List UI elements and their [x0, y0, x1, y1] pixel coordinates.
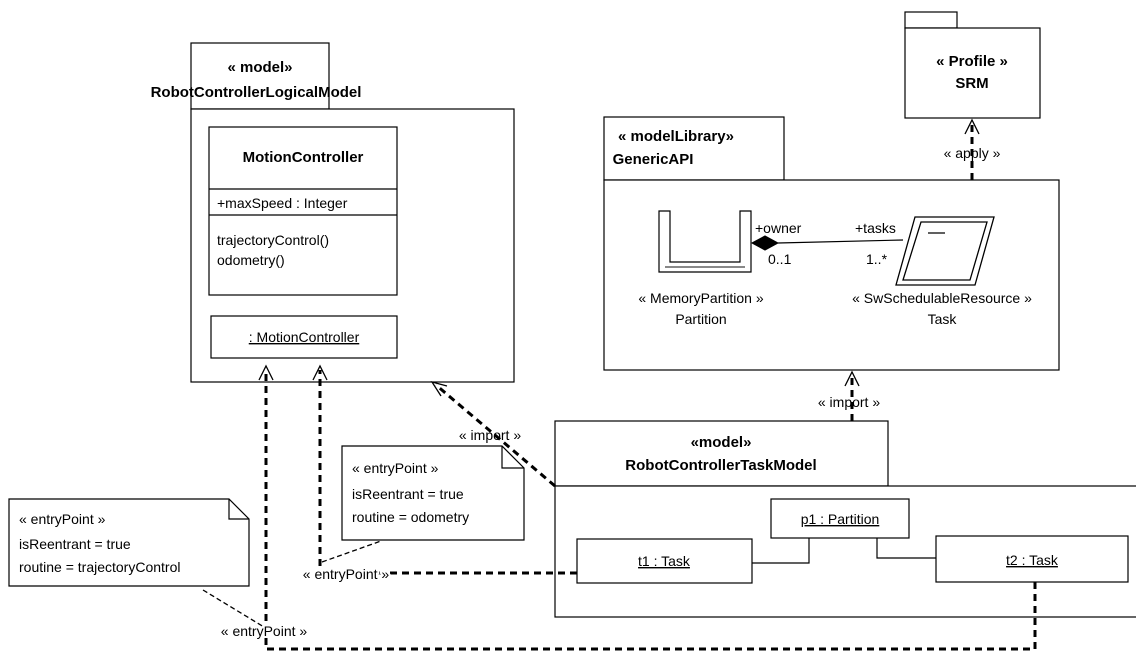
owner-role: +owner: [755, 220, 802, 236]
note-entrypoint-odometry[interactable]: « entryPoint » isReentrant = true routin…: [341, 445, 525, 541]
apply-dependency[interactable]: « apply »: [944, 118, 1001, 180]
import-label: « import »: [818, 394, 880, 410]
task-model-name: RobotControllerTaskModel: [625, 457, 816, 474]
entrypoint-label: « entryPoint »: [303, 566, 390, 582]
library-stereotype: « modelLibrary»: [618, 128, 734, 145]
profile-stereotype: « Profile »: [936, 53, 1008, 70]
note-routine: routine = trajectoryControl: [19, 559, 180, 575]
task-model-stereotype: «model»: [691, 434, 752, 451]
entrypoint-label: « entryPoint »: [221, 623, 308, 639]
note-reentrant: isReentrant = true: [19, 536, 131, 552]
logical-model-name: RobotControllerLogicalModel: [151, 84, 362, 101]
note-stereotype: « entryPoint »: [19, 511, 106, 527]
class-attribute: +maxSpeed : Integer: [217, 195, 348, 211]
instance-t1-task[interactable]: t1 : Task: [576, 538, 753, 584]
class-operation: odometry(): [217, 252, 285, 268]
class-operation: trajectoryControl(): [217, 232, 329, 248]
class-motion-controller[interactable]: MotionController +maxSpeed : Integer tra…: [208, 126, 398, 296]
package-generic-api[interactable]: « modelLibrary» GenericAPI: [603, 116, 1060, 371]
task-stereotype: « SwSchedulableResource »: [852, 290, 1032, 306]
partition-name: Partition: [675, 311, 726, 327]
package-profile-srm[interactable]: « Profile » SRM: [904, 11, 1041, 119]
p1-label: p1 : Partition: [801, 511, 880, 527]
note-routine: routine = odometry: [352, 509, 469, 525]
partition-connectors: [752, 538, 936, 564]
memory-partition-icon[interactable]: « MemoryPartition » Partition: [638, 210, 764, 327]
t2-label: t2 : Task: [1006, 552, 1059, 568]
import-dependency-logical[interactable]: « import »: [430, 380, 556, 488]
tasks-role: +tasks: [855, 220, 896, 236]
entrypoint-dependency-trajectory[interactable]: « entryPoint »: [202, 364, 1037, 651]
library-name: GenericAPI: [613, 151, 694, 168]
note-reentrant: isReentrant = true: [352, 486, 464, 502]
partition-stereotype: « MemoryPartition »: [638, 290, 763, 306]
schedulable-resource-icon[interactable]: « SwSchedulableResource » Task: [852, 216, 1032, 327]
class-name: MotionController: [243, 149, 364, 166]
apply-label: « apply »: [944, 145, 1001, 161]
composition-association[interactable]: +owner 0..1 +tasks 1..*: [750, 220, 904, 267]
instance-motion-controller[interactable]: : MotionController: [210, 315, 398, 359]
note-entrypoint-trajectory[interactable]: « entryPoint » isReentrant = true routin…: [8, 498, 250, 587]
instance-p1-partition[interactable]: p1 : Partition: [770, 498, 910, 539]
task-name: Task: [928, 311, 958, 327]
entrypoint-dependency-odometry[interactable]: « entryPoint »: [301, 364, 577, 584]
profile-name: SRM: [955, 75, 988, 92]
tasks-multiplicity: 1..*: [866, 251, 888, 267]
instance-t2-task[interactable]: t2 : Task: [935, 535, 1129, 583]
import-dependency-library[interactable]: « import »: [818, 370, 880, 421]
instance-label: : MotionController: [249, 329, 360, 345]
t1-label: t1 : Task: [638, 553, 691, 569]
import-label: « import »: [459, 427, 521, 443]
logical-model-stereotype: « model»: [227, 59, 292, 76]
owner-multiplicity: 0..1: [768, 251, 792, 267]
note-stereotype: « entryPoint »: [352, 460, 439, 476]
